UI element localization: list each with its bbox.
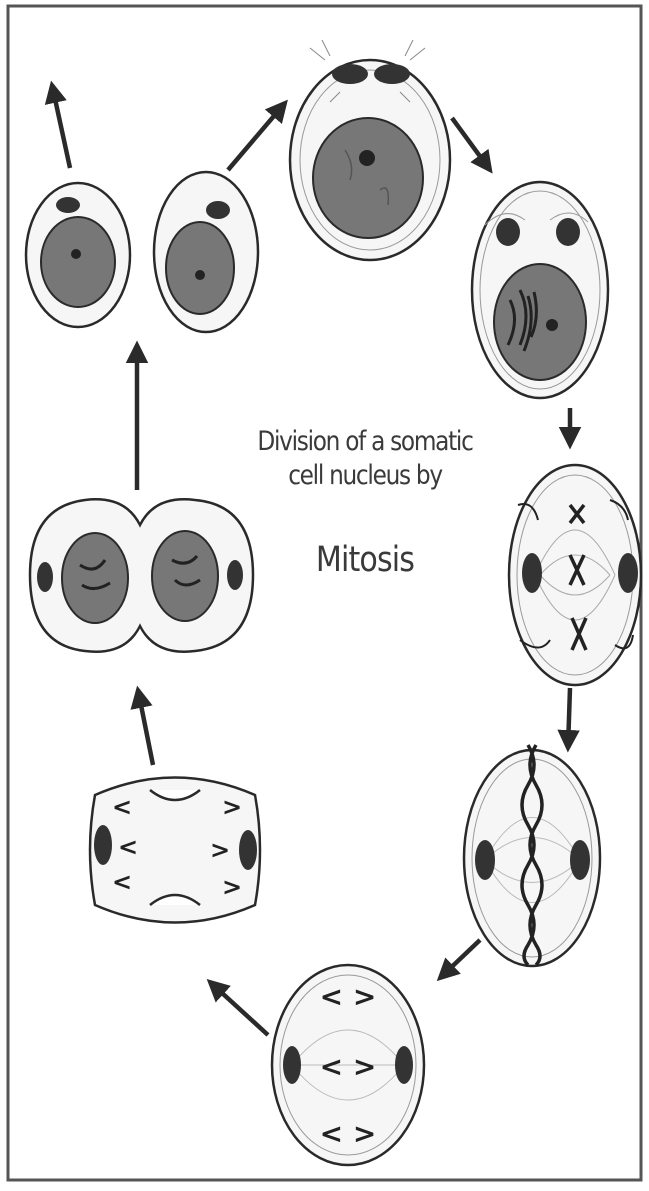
svg-text:>: > [210, 836, 230, 864]
svg-text:< >: < > [320, 980, 377, 1013]
daughter-cell-right [154, 172, 258, 332]
prometaphase-cell [509, 465, 641, 685]
svg-text:<: < [112, 793, 132, 821]
svg-text:< >: < > [320, 1117, 377, 1150]
caption-line-1: Division of a somatic [219, 426, 511, 457]
svg-text:<: < [112, 868, 132, 896]
svg-text:>: > [222, 793, 242, 821]
daughter-cell-left [26, 183, 130, 327]
early-prophase-cell [472, 182, 608, 398]
svg-text:< >: < > [320, 1050, 377, 1083]
svg-text:<: < [118, 833, 138, 861]
caption-line-2: cell nucleus by [219, 460, 511, 491]
caption-title: Mitosis [219, 540, 511, 580]
anaphase-cell: < > < > < > [272, 965, 424, 1165]
svg-text:>: > [222, 873, 242, 901]
telophase-cell: < < < > > > [90, 778, 260, 923]
